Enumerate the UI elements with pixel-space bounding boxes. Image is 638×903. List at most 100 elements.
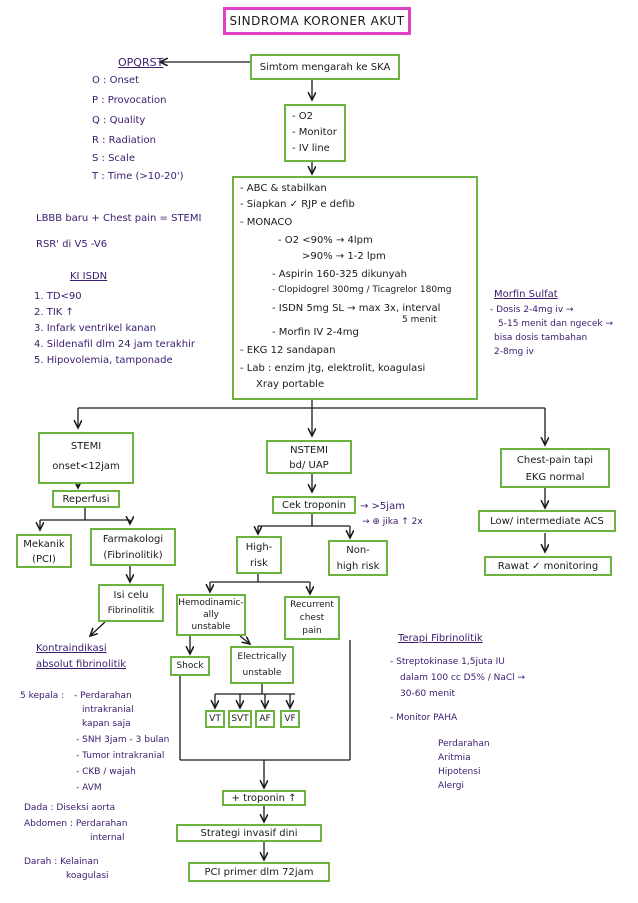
isi-celu-box: Isi celu Fibrinolitik xyxy=(98,584,164,622)
kepala-item: intrakranial xyxy=(82,705,134,715)
chest-pain-label: Chest-pain tapi xyxy=(516,455,594,466)
initial-item: - O2 xyxy=(292,111,314,122)
rawat-monitoring-label: Rawat ✓ monitoring xyxy=(497,561,599,572)
ki-isdn-item: 3. Infark ventrikel kanan xyxy=(34,323,157,334)
arrhythmia-label: SVT xyxy=(231,714,249,724)
initial-item: - Monitor xyxy=(292,127,337,138)
opqrst-item: Q : Quality xyxy=(92,115,146,126)
kepala-label: 5 kepala : xyxy=(20,691,65,701)
opqrst-item: S : Scale xyxy=(92,153,135,164)
terapi-line: dalam 100 cc D5% / NaCl → xyxy=(400,673,526,683)
hemodynamic-label: ally xyxy=(203,610,219,620)
kontraindikasi-heading: Kontraindikasi xyxy=(36,643,107,654)
farmakologi-box: Farmakologi (Fibrinolitik) xyxy=(90,528,176,566)
troponin-up-box: + troponin ↑ xyxy=(222,790,306,806)
troponin-note: → ⊕ jika ↑ 2x xyxy=(362,517,423,527)
farmakologi-sublabel: (Fibrinolitik) xyxy=(103,550,163,561)
stemi-sublabel: onset<12jam xyxy=(52,461,120,472)
abdomen-item: Abdomen : Perdarahan xyxy=(24,819,128,829)
main-item: - Aspirin 160-325 dikunyah xyxy=(272,269,407,280)
darah-item-2: koagulasi xyxy=(66,871,109,881)
hemodynamic-label: unstable xyxy=(191,622,231,632)
low-intermediate-label: Low/ intermediate ACS xyxy=(490,516,604,527)
troponin-up-label: + troponin ↑ xyxy=(231,793,297,804)
shock-box: Shock xyxy=(170,656,210,676)
non-high-risk-label: Non- xyxy=(346,545,370,556)
electrically-sublabel: unstable xyxy=(242,668,282,678)
isi-celu-sublabel: Fibrinolitik xyxy=(107,606,155,616)
arrhythmia-vf: VF xyxy=(280,710,300,728)
farmakologi-label: Farmakologi xyxy=(102,534,164,545)
morfin-line: 5-15 menit dan ngecek → xyxy=(498,319,614,329)
ki-isdn-item: 4. Sildenafil dlm 24 jam terakhir xyxy=(34,339,195,350)
mekanik-box: Mekanik (PCI) xyxy=(16,534,72,568)
ki-isdn-heading: KI ISDN xyxy=(70,271,108,282)
mekanik-label: Mekanik xyxy=(23,539,65,550)
opqrst-item: O : Onset xyxy=(92,75,140,86)
abdomen-item-2: internal xyxy=(90,833,125,843)
main-item: - Lab : enzim jtg, elektrolit, koagulasi xyxy=(240,363,426,374)
opqrst-heading: OPQRST xyxy=(118,56,164,69)
recurrent-label: Recurrent xyxy=(290,600,334,610)
non-high-risk-sublabel: high risk xyxy=(336,561,380,572)
troponin-note: → >5jam xyxy=(360,501,405,512)
recurrent-label: chest xyxy=(299,613,325,623)
arrhythmia-af: AF xyxy=(255,710,275,728)
arrhythmia-label: AF xyxy=(259,714,271,724)
lbbb-note: LBBB baru + Chest pain = STEMI xyxy=(36,213,202,224)
recurrent-chest-pain-box: Recurrent chest pain xyxy=(284,596,340,640)
terapi-line: - Monitor PAHA xyxy=(390,713,458,723)
symptoms-label: Simtom mengarah ke SKA xyxy=(259,62,391,73)
paha-item: Aritmia xyxy=(438,753,471,763)
main-item: 5 menit xyxy=(402,315,437,325)
morfin-line: 2-8mg iv xyxy=(494,347,534,357)
symptoms-box: Simtom mengarah ke SKA xyxy=(250,54,400,80)
main-item: - ISDN 5mg SL → max 3x, interval xyxy=(272,303,441,314)
high-risk-label: High- xyxy=(245,542,273,553)
morfin-line: bisa dosis tambahan xyxy=(494,333,588,343)
main-item: - Clopidogrel 300mg / Ticagrelor 180mg xyxy=(272,285,452,295)
kepala-item: - SNH 3jam - 3 bulan xyxy=(76,735,170,745)
main-item: - O2 <90% → 4lpm xyxy=(278,235,373,246)
kepala-item: - AVM xyxy=(76,783,102,793)
non-high-risk-box: Non- high risk xyxy=(328,540,388,576)
chest-pain-sublabel: EKG normal xyxy=(525,472,585,483)
reperfusi-label: Reperfusi xyxy=(62,494,110,505)
terapi-heading: Terapi Fibrinolitik xyxy=(398,633,483,644)
kepala-item: - Tumor intrakranial xyxy=(76,751,165,761)
nstemi-box: NSTEMI bd/ UAP xyxy=(266,440,352,474)
isi-celu-label: Isi celu xyxy=(113,590,149,601)
lbbb-note-2: RSR' di V5 -V6 xyxy=(36,239,108,250)
terapi-line: 30-60 menit xyxy=(400,689,456,699)
morfin-line: - Dosis 2-4mg iv → xyxy=(490,305,574,315)
chest-pain-normal-ekg-box: Chest-pain tapi EKG normal xyxy=(500,448,610,488)
opqrst-item: T : Time (>10-20') xyxy=(92,171,184,182)
nstemi-sublabel: bd/ UAP xyxy=(289,460,329,471)
pci-primer-box: PCI primer dlm 72jam xyxy=(188,862,330,882)
opqrst-item: P : Provocation xyxy=(92,95,167,106)
title-box: SINDROMA KORONER AKUT xyxy=(223,7,411,35)
main-item: - MONACO xyxy=(240,217,293,228)
cek-troponin-label: Cek troponin xyxy=(282,500,346,511)
rawat-monitoring-box: Rawat ✓ monitoring xyxy=(484,556,612,576)
high-risk-box: High- risk xyxy=(236,536,282,574)
paha-item: Hipotensi xyxy=(438,767,481,777)
darah-item: Darah : Kelainan xyxy=(24,857,99,867)
initial-management-box: - O2 - Monitor - IV line xyxy=(284,104,346,162)
reperfusi-box: Reperfusi xyxy=(52,490,120,508)
morfin-heading: Morfin Sulfat xyxy=(494,289,558,300)
kontraindikasi-heading-2: absolut fibrinolitik xyxy=(36,659,127,670)
main-item: - ABC & stabilkan xyxy=(240,183,327,194)
strategi-invasif-box: Strategi invasif dini xyxy=(176,824,322,842)
arrhythmia-svt: SVT xyxy=(228,710,252,728)
main-management-box: - ABC & stabilkan - Siapkan ✓ RJP e defi… xyxy=(232,176,478,400)
mekanik-sublabel: (PCI) xyxy=(32,554,56,565)
ki-isdn-item: 1. TD<90 xyxy=(34,291,82,302)
ki-isdn-item: 5. Hipovolemia, tamponade xyxy=(34,355,173,366)
terapi-line: - Streptokinase 1,5juta IU xyxy=(390,657,505,667)
pci-primer-label: PCI primer dlm 72jam xyxy=(204,867,314,878)
shock-label: Shock xyxy=(176,661,204,671)
kepala-item: kapan saja xyxy=(82,719,131,729)
high-risk-sublabel: risk xyxy=(250,558,268,569)
